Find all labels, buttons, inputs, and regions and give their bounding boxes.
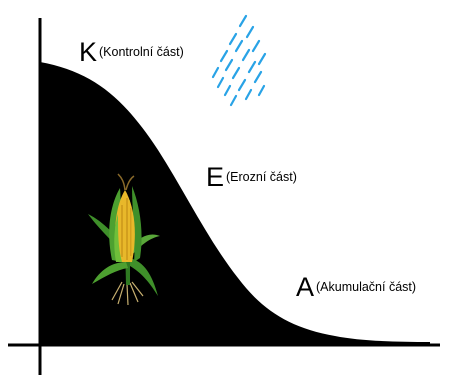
label-k-letter: K [79, 37, 97, 67]
label-a-letter: A [296, 272, 314, 302]
rain-icon [213, 16, 265, 105]
label-k-text: (Kontrolní část) [99, 45, 184, 59]
label-e-text: (Erozní část) [226, 170, 297, 184]
label-k: K(Kontrolní část) [79, 39, 184, 66]
label-a: A(Akumulační část) [296, 274, 416, 301]
label-e: E(Erozní část) [206, 164, 297, 191]
label-e-letter: E [206, 162, 224, 192]
label-a-text: (Akumulační část) [316, 280, 416, 294]
slope-profile [40, 62, 430, 345]
